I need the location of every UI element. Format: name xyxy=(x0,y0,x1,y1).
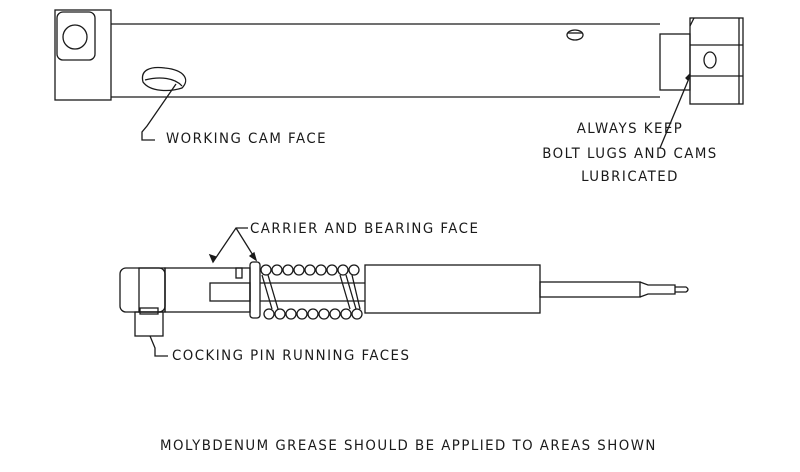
lubrication-note-line-2: BOLT LUGS AND CAMS xyxy=(542,146,718,162)
carrier-bearing-face-label: CARRIER AND BEARING FACE xyxy=(250,221,480,237)
lubrication-note-line-1: ALWAYS KEEP xyxy=(576,121,684,137)
footer-note: MOLYBDENUM GREASE SHOULD BE APPLIED TO A… xyxy=(160,438,657,454)
lubrication-note-line-3: LUBRICATED xyxy=(581,169,679,185)
firing-pin-assembly-drawing xyxy=(119,227,689,357)
bolt-body-drawing xyxy=(54,9,744,149)
cocking-pin-label: COCKING PIN RUNNING FACES xyxy=(172,348,411,364)
working-cam-face-label: WORKING CAM FACE xyxy=(166,131,328,147)
spring-coils xyxy=(260,264,363,320)
